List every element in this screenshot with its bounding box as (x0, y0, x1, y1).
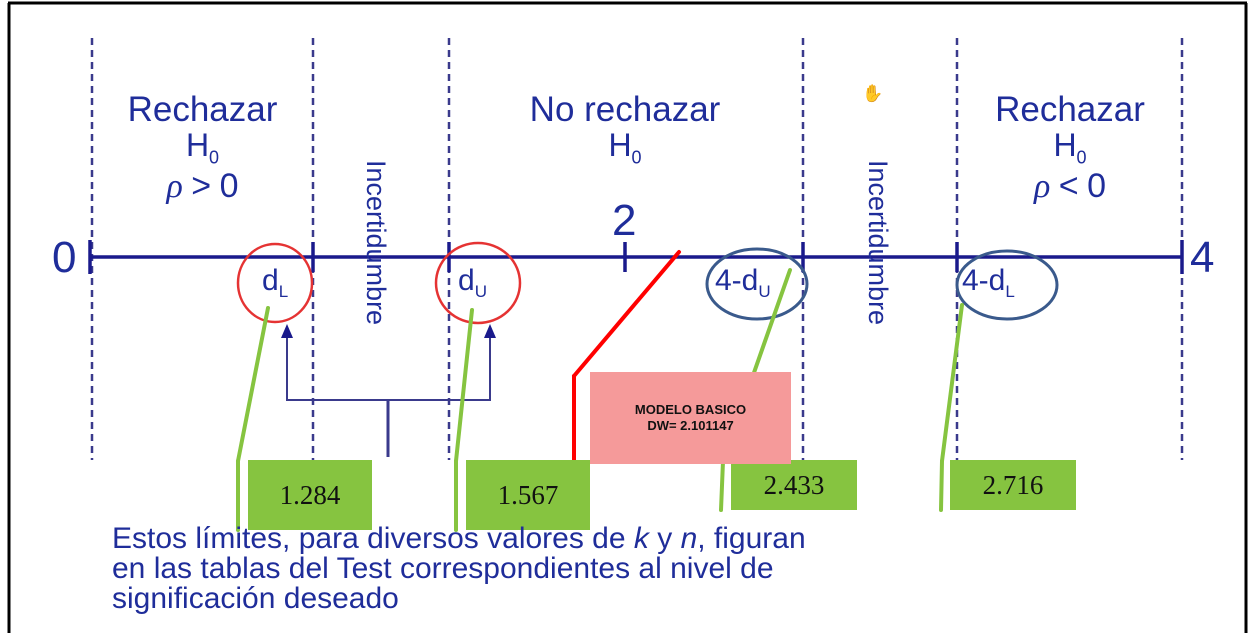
critical-label-4-dl: 4-dL (962, 264, 1015, 301)
circle-dl (236, 242, 314, 324)
arrow-head-dl (281, 324, 293, 338)
rho-condition: ρ < 0 (1033, 167, 1107, 206)
circle-4-dl (955, 249, 1059, 321)
footnote-line-3: significación deseado (112, 582, 399, 615)
region-no-reject: No rechazar H0 (455, 90, 795, 168)
uncertainty-label-right: Incertidumbre (863, 160, 893, 326)
hypothesis-label: H0 (1053, 126, 1087, 168)
value-box-4-dl: 2.716 (950, 460, 1076, 510)
footnote: Estos límites, para diversos valores de … (112, 524, 1212, 614)
hypothesis-label: H0 (185, 126, 220, 168)
region-title: Rechazar (995, 90, 1145, 129)
model-box-title: MODELO BASICO (634, 401, 747, 417)
uncertainty-label-left: Incertidumbre (361, 160, 391, 326)
footnote-line-1: Estos límites, para diversos valores de … (112, 522, 806, 555)
critical-label-dl: dL (262, 264, 289, 301)
footnote-line-2: en las tablas del Test correspondientes … (112, 552, 774, 585)
arrow-head-du (484, 324, 496, 338)
circle-du (434, 241, 522, 325)
axis-label-2: 2 (612, 196, 637, 245)
green-line-4dl-a (940, 303, 964, 463)
green-line-4du-b (719, 459, 725, 512)
critical-label-du: dU (458, 264, 487, 301)
critical-label-4-du: 4-dU (715, 264, 771, 301)
value-box-4-du: 2.433 (731, 460, 857, 510)
bracket-arrows (286, 332, 491, 401)
red-line-a (572, 250, 681, 378)
region-reject-negative: Rechazar H0 ρ < 0 (960, 90, 1180, 206)
hypothesis-label: H0 (608, 126, 642, 168)
rho-condition: ρ > 0 (166, 167, 239, 206)
value-box-dl: 1.284 (248, 460, 372, 530)
model-dw-box: MODELO BASICO DW= 2.101147 (590, 372, 791, 464)
hand-cursor-icon: ✋ (862, 84, 884, 103)
axis-label-0: 0 (52, 233, 77, 282)
region-title: No rechazar (529, 90, 721, 129)
region-reject-positive: Rechazar H0 ρ > 0 (95, 90, 310, 206)
value-box-du: 1.567 (466, 460, 590, 530)
green-line-4dl-b (939, 459, 944, 512)
circle-4-du (705, 247, 809, 321)
axis-label-4: 4 (1190, 233, 1215, 282)
model-box-dw: DW= 2.101147 (647, 418, 734, 433)
green-line-du-a (454, 308, 474, 463)
green-line-dl-a (236, 306, 270, 463)
region-title: Rechazar (127, 90, 278, 129)
